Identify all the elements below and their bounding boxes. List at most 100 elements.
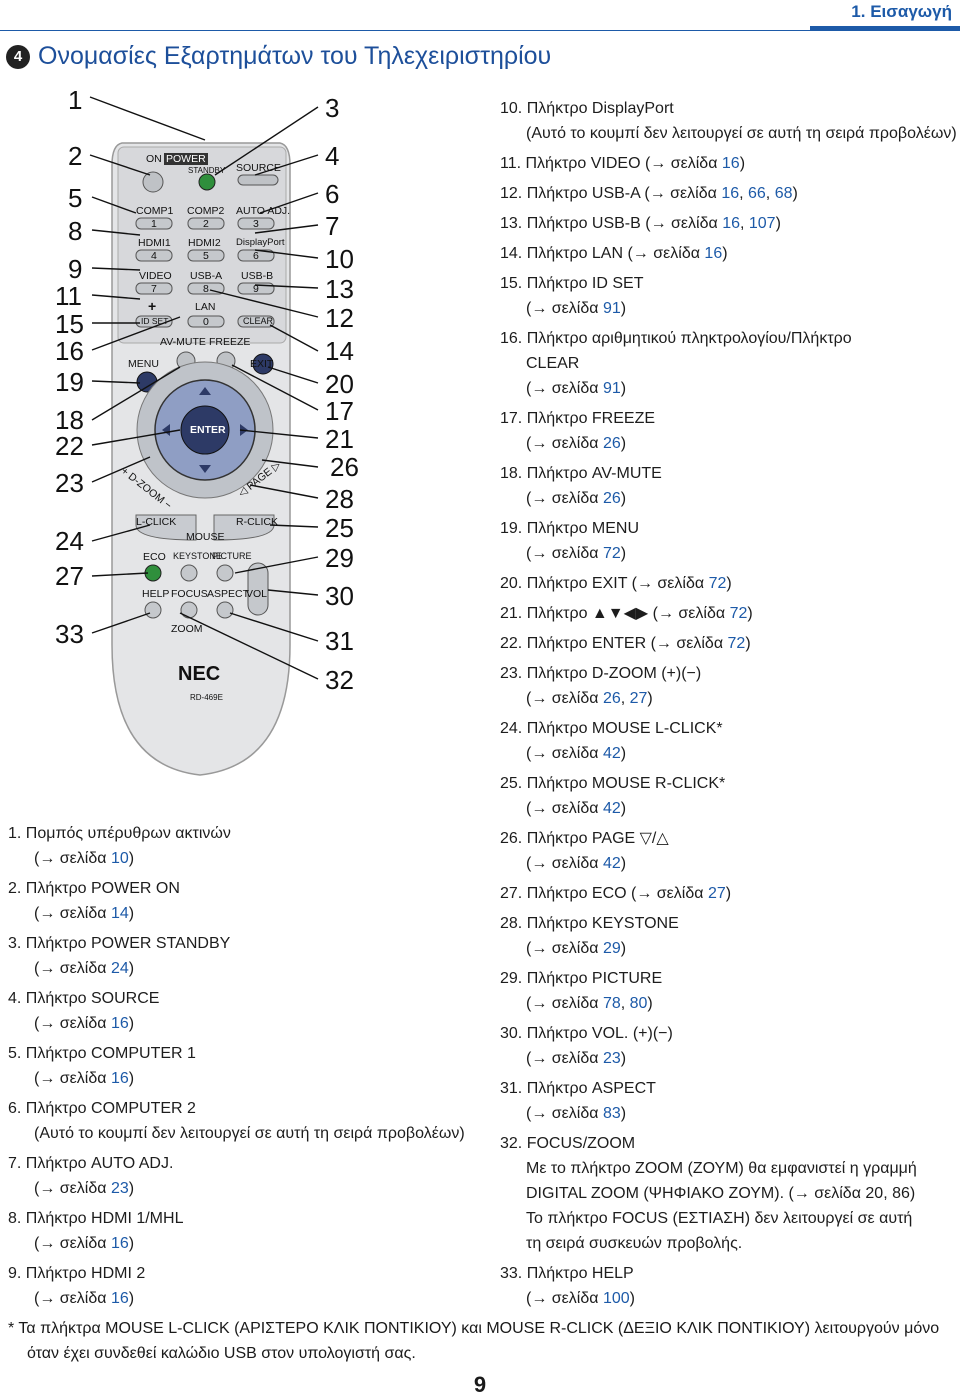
list-item-title: 16. Πλήκτρο αριθμητικού πληκτρολογίου/Πλ… bbox=[500, 330, 852, 347]
list-item-title: 30. Πλήκτρο VOL. (+)(−) bbox=[500, 1025, 673, 1042]
list-item: 24. Πλήκτρο MOUSE L-CLICK*(→ σελίδα 42) bbox=[500, 716, 958, 766]
nec-logo: NEC bbox=[178, 663, 221, 685]
model-label: RD-469E bbox=[190, 693, 223, 702]
list-item-title: 2. Πλήκτρο POWER ON bbox=[8, 880, 180, 897]
page-link[interactable]: 78 bbox=[602, 995, 621, 1012]
page-link[interactable]: 72 bbox=[602, 545, 621, 562]
key-9: 9 bbox=[253, 283, 259, 295]
page-link[interactable]: 80 bbox=[629, 995, 648, 1012]
page-link[interactable]: 68 bbox=[774, 185, 793, 202]
source-label: SOURCE bbox=[236, 162, 281, 174]
list-item-title: 28. Πλήκτρο KEYSTONE bbox=[500, 915, 679, 932]
page-link[interactable]: 42 bbox=[602, 855, 621, 872]
list-item-title: 11. Πλήκτρο VIDEO (→ σελίδα 16) bbox=[500, 155, 746, 172]
callout-5: 5 bbox=[68, 183, 83, 213]
list-item: 27. Πλήκτρο ECO (→ σελίδα 27) bbox=[500, 881, 958, 906]
page-link[interactable]: 29 bbox=[602, 940, 621, 957]
list-item-note: (Αυτό το κουμπί δεν λειτουργεί σε αυτή τ… bbox=[526, 125, 957, 142]
section-title: 4 Ονομασίες Εξαρτημάτων του Τηλεχειριστη… bbox=[6, 42, 551, 71]
callout-13: 13 bbox=[325, 274, 354, 304]
page-link[interactable]: 16 bbox=[721, 185, 740, 202]
power-on-icon bbox=[142, 171, 164, 193]
list-item: 5. Πλήκτρο COMPUTER 1(→ σελίδα 16) bbox=[8, 1041, 478, 1091]
list-item: 33. Πλήκτρο HELP(→ σελίδα 100) bbox=[500, 1261, 958, 1311]
page-reference: (→ σελίδα 26) bbox=[526, 435, 627, 452]
page-link[interactable]: 107 bbox=[748, 215, 776, 232]
list-item-title: 6. Πλήκτρο COMPUTER 2 bbox=[8, 1100, 196, 1117]
list-item: 17. Πλήκτρο FREEZE(→ σελίδα 26) bbox=[500, 406, 958, 456]
leader-lines bbox=[89, 96, 319, 680]
page-link[interactable]: 16 bbox=[721, 155, 740, 172]
page-reference: (→ σελίδα 23) bbox=[526, 1050, 627, 1067]
page-link[interactable]: 91 bbox=[602, 380, 621, 397]
page-link[interactable]: 16 bbox=[110, 1070, 129, 1087]
help-label: HELP bbox=[142, 588, 170, 600]
callout-19: 19 bbox=[55, 367, 84, 397]
list-item-title: 18. Πλήκτρο AV-MUTE bbox=[500, 465, 662, 482]
page-link[interactable]: 16 bbox=[110, 1015, 129, 1032]
list-item: 20. Πλήκτρο EXIT (→ σελίδα 72) bbox=[500, 571, 958, 596]
list-item-desc: τη σειρά συσκευών προβολής. bbox=[526, 1235, 743, 1252]
page-reference: (→ σελίδα 72) bbox=[526, 545, 627, 562]
page-link[interactable]: 66 bbox=[748, 185, 766, 202]
picture-label: PICTURE bbox=[212, 551, 252, 561]
comp1-label: COMP1 bbox=[136, 205, 174, 217]
callout-12: 12 bbox=[325, 303, 354, 333]
enter-label: ENTER bbox=[190, 424, 226, 436]
page-link[interactable]: 24 bbox=[110, 960, 129, 977]
page-link[interactable]: 91 bbox=[602, 300, 621, 317]
list-item: 22. Πλήκτρο ENTER (→ σελίδα 72) bbox=[500, 631, 958, 656]
vol-label: VOL bbox=[246, 588, 268, 600]
page-link[interactable]: 23 bbox=[110, 1180, 129, 1197]
page-link[interactable]: 27 bbox=[629, 690, 648, 707]
page-link[interactable]: 14 bbox=[110, 905, 129, 922]
hdmi1-label: HDMI1 bbox=[138, 237, 171, 249]
callout-25: 25 bbox=[325, 513, 354, 543]
page-link[interactable]: 72 bbox=[708, 575, 727, 592]
page-reference: (→ σελίδα 24) bbox=[34, 960, 135, 977]
page-link[interactable]: 72 bbox=[727, 635, 746, 652]
list-item-title: 1. Πομπός υπέρυθρων ακτινών bbox=[8, 825, 231, 842]
callout-1: 1 bbox=[68, 85, 83, 115]
list-item: 14. Πλήκτρο LAN (→ σελίδα 16) bbox=[500, 241, 958, 266]
list-item-desc: Με το πλήκτρο ZOOM (ΖΟΥΜ) θα εμφανιστεί … bbox=[526, 1160, 917, 1177]
list-item: 9. Πλήκτρο HDMI 2(→ σελίδα 16) bbox=[8, 1261, 478, 1311]
list-item: 11. Πλήκτρο VIDEO (→ σελίδα 16) bbox=[500, 151, 958, 176]
page-link[interactable]: 100 bbox=[602, 1290, 630, 1307]
page-link[interactable]: 42 bbox=[602, 800, 621, 817]
list-item-desc: Το πλήκτρο FOCUS (ΕΣΤΙΑΣΗ) δεν λειτουργε… bbox=[526, 1210, 913, 1227]
page-link[interactable]: 72 bbox=[729, 605, 748, 622]
key-8: 8 bbox=[203, 283, 209, 295]
page-link[interactable]: 26 bbox=[602, 490, 621, 507]
list-item: 18. Πλήκτρο AV-MUTE (→ σελίδα 26) bbox=[500, 461, 958, 511]
list-item-title: 3. Πλήκτρο POWER STANDBY bbox=[8, 935, 231, 952]
footnote-line-1: * Τα πλήκτρα MOUSE L-CLICK (ΑΡΙΣΤΕΡΟ ΚΛΙ… bbox=[8, 1320, 940, 1337]
page-link[interactable]: 16 bbox=[110, 1235, 129, 1252]
page-link[interactable]: 26 bbox=[602, 435, 621, 452]
page-link[interactable]: 23 bbox=[602, 1050, 621, 1067]
video-label: VIDEO bbox=[139, 270, 172, 282]
list-item-title: 23. Πλήκτρο D-ZOOM (+)(−) bbox=[500, 665, 702, 682]
page-link[interactable]: 10 bbox=[110, 850, 129, 867]
page-link[interactable]: 16 bbox=[722, 215, 740, 232]
callout-7: 7 bbox=[325, 211, 340, 241]
page-link[interactable]: 27 bbox=[707, 885, 726, 902]
page-reference: (→ σελίδα 26) bbox=[526, 490, 627, 507]
remote-drawing bbox=[89, 96, 319, 776]
callout-22: 22 bbox=[55, 431, 84, 461]
page-link[interactable]: 26 bbox=[602, 690, 621, 707]
page-link[interactable]: 16 bbox=[110, 1290, 129, 1307]
list-item-title: 9. Πλήκτρο HDMI 2 bbox=[8, 1265, 146, 1282]
list-item-title: 33. Πλήκτρο HELP bbox=[500, 1265, 634, 1282]
plus-label: + bbox=[148, 298, 157, 314]
lclick-shape bbox=[135, 514, 197, 541]
list-item: 31. Πλήκτρο ASPECT(→ σελίδα 83) bbox=[500, 1076, 958, 1126]
menu-label: MENU bbox=[128, 358, 159, 370]
page-link[interactable]: 42 bbox=[602, 745, 621, 762]
list-item-title: 10. Πλήκτρο DisplayPort bbox=[500, 100, 674, 117]
page-link[interactable]: 83 bbox=[602, 1105, 621, 1122]
lan-label: LAN bbox=[195, 301, 216, 313]
page-reference: (→ σελίδα 83) bbox=[526, 1105, 627, 1122]
page-reference: (→ σελίδα 23) bbox=[34, 1180, 135, 1197]
page-link[interactable]: 16 bbox=[704, 245, 723, 262]
